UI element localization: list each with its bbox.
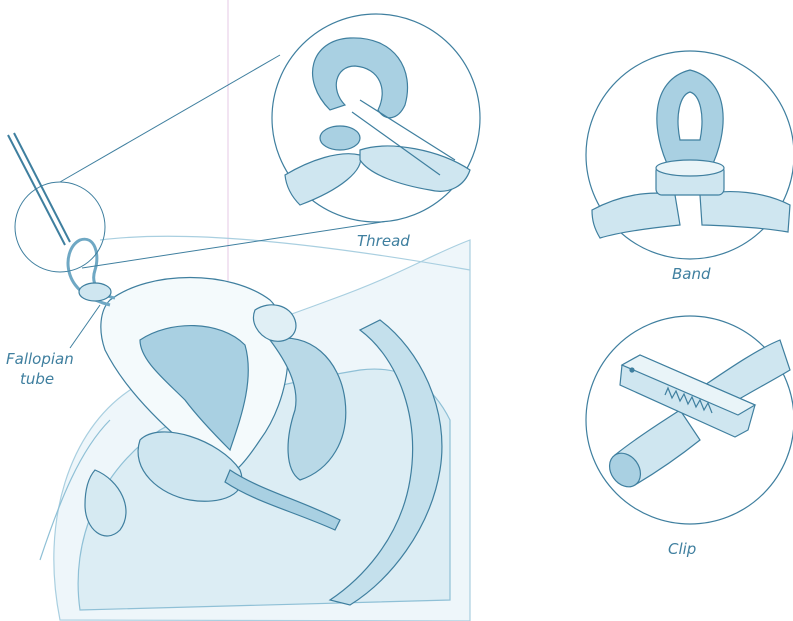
fallopian-tube-area (8, 133, 115, 348)
band-ring-top (656, 160, 724, 176)
clip-inset (586, 316, 793, 524)
zoom-line-top (60, 55, 280, 182)
band-inset (586, 51, 793, 259)
fallopian-tube-label-line1: Fallopian (6, 350, 74, 368)
instrument-shaft-2 (14, 133, 70, 242)
band-loop-inner (678, 92, 702, 140)
ovary (79, 283, 111, 301)
thread-knot (320, 126, 360, 150)
magnifier-circle (15, 182, 105, 272)
fallopian-tube-label-line2: tube (20, 370, 54, 388)
zoom-line-bottom (82, 220, 395, 268)
clip-hinge-dot (630, 368, 634, 372)
thread-label: Thread (357, 232, 410, 250)
clip-inset-circle (586, 316, 793, 524)
band-label: Band (672, 265, 711, 283)
clip-label: Clip (668, 540, 696, 558)
thread-inset (272, 14, 480, 222)
fallopian-pointer (70, 305, 100, 348)
instrument-shaft-1 (8, 135, 65, 245)
